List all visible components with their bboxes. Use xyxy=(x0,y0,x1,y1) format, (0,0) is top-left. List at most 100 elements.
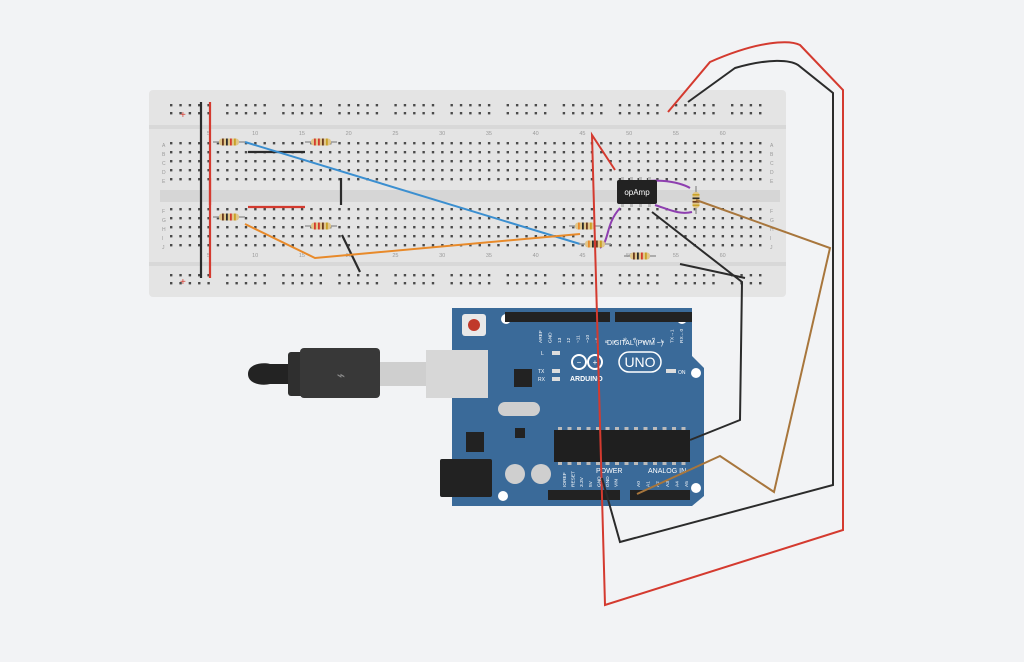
rail-hole xyxy=(300,274,304,277)
analog-header[interactable] xyxy=(630,490,690,500)
terminal-hole xyxy=(721,217,725,220)
terminal-hole xyxy=(665,160,668,163)
terminal-hole xyxy=(487,151,491,154)
rail-hole xyxy=(487,104,491,107)
resistor[interactable] xyxy=(213,138,245,146)
terminal-hole xyxy=(544,169,547,172)
jumper-wires[interactable] xyxy=(199,102,693,278)
rail-hole xyxy=(413,112,416,115)
rail-hole xyxy=(712,282,715,285)
wire-purple-3[interactable] xyxy=(654,204,693,214)
terminal-hole xyxy=(450,169,453,172)
power-header[interactable] xyxy=(548,490,620,500)
terminal-hole xyxy=(553,217,556,220)
rail-hole xyxy=(618,274,622,277)
rail-hole xyxy=(656,112,659,115)
column-number: 40 xyxy=(533,131,539,137)
terminal-hole xyxy=(300,217,304,220)
terminal-hole xyxy=(628,178,631,181)
rail-hole xyxy=(712,112,715,115)
resistor[interactable] xyxy=(569,222,601,230)
wire-red-long[interactable] xyxy=(590,41,844,607)
row-letter: F xyxy=(770,209,773,215)
breadboard-divider-top xyxy=(149,125,786,129)
terminal-hole xyxy=(478,151,481,154)
rail-hole xyxy=(226,282,229,285)
wire-black-opamp[interactable] xyxy=(651,211,744,441)
terminal-hole xyxy=(674,244,678,247)
wire-orange[interactable] xyxy=(244,223,581,260)
rail-hole xyxy=(207,104,210,107)
wire-black-short-4[interactable] xyxy=(341,234,361,273)
terminal-hole xyxy=(487,160,491,163)
terminal-hole xyxy=(170,142,173,145)
terminal-hole xyxy=(572,208,575,211)
rail-hole xyxy=(431,104,435,107)
opamp-chip[interactable]: opAmp xyxy=(617,177,657,207)
column-number: 40 xyxy=(533,253,539,259)
terminal-hole xyxy=(731,142,734,145)
rail-hole xyxy=(263,282,266,285)
reset-button[interactable] xyxy=(468,319,480,331)
rail-hole xyxy=(282,282,285,285)
long-wires[interactable] xyxy=(590,41,844,607)
terminal-hole xyxy=(385,142,388,145)
terminal-hole xyxy=(646,244,650,247)
terminal-hole xyxy=(179,208,182,211)
rail-hole xyxy=(506,274,509,277)
terminal-hole xyxy=(740,151,743,154)
rail-hole xyxy=(422,104,425,107)
rail-hole xyxy=(319,112,322,115)
wire-black-resistor[interactable] xyxy=(679,263,746,279)
terminal-hole xyxy=(207,208,210,211)
wire-brown[interactable] xyxy=(636,199,832,495)
rail-hole xyxy=(572,112,575,115)
terminal-hole xyxy=(637,226,640,229)
terminal-hole xyxy=(282,244,285,247)
rail-hole xyxy=(413,274,416,277)
terminal-hole xyxy=(740,178,743,181)
terminal-hole xyxy=(375,169,379,172)
wire-black-long[interactable] xyxy=(601,59,834,544)
terminal-hole xyxy=(422,151,425,154)
rail-hole xyxy=(207,282,210,285)
resistor[interactable] xyxy=(213,213,245,221)
digital-header-2[interactable] xyxy=(615,312,692,322)
resistor[interactable] xyxy=(624,252,656,260)
terminal-hole xyxy=(674,169,678,172)
terminal-hole xyxy=(422,208,425,211)
terminal-hole xyxy=(216,169,220,172)
terminal-hole xyxy=(759,217,762,220)
terminal-hole xyxy=(366,226,369,229)
terminal-hole xyxy=(749,169,753,172)
terminal-hole xyxy=(609,151,612,154)
terminal-hole xyxy=(394,169,397,172)
rail-hole xyxy=(366,282,369,285)
terminal-hole xyxy=(534,217,538,220)
terminal-hole xyxy=(263,178,266,181)
terminal-hole xyxy=(272,178,276,181)
terminal-hole xyxy=(300,169,304,172)
terminal-hole xyxy=(553,151,556,154)
terminal-hole xyxy=(226,244,229,247)
wire-blue[interactable] xyxy=(244,141,581,245)
rail-hole xyxy=(469,282,472,285)
svg-text:~10: ~10 xyxy=(585,335,591,343)
resistor[interactable] xyxy=(305,222,337,230)
column-number: 25 xyxy=(392,253,398,259)
terminal-hole xyxy=(347,217,351,220)
rail-hole xyxy=(403,104,407,107)
terminal-hole xyxy=(637,217,640,220)
rail-hole xyxy=(282,274,285,277)
rail-hole xyxy=(375,282,379,285)
terminal-hole xyxy=(300,208,304,211)
rail-hole xyxy=(628,274,631,277)
terminal-hole xyxy=(235,178,238,181)
led-l xyxy=(552,351,560,355)
terminal-hole xyxy=(515,178,519,181)
rail-hole xyxy=(693,274,696,277)
resistor[interactable] xyxy=(305,138,337,146)
digital-header-1[interactable] xyxy=(505,312,610,322)
